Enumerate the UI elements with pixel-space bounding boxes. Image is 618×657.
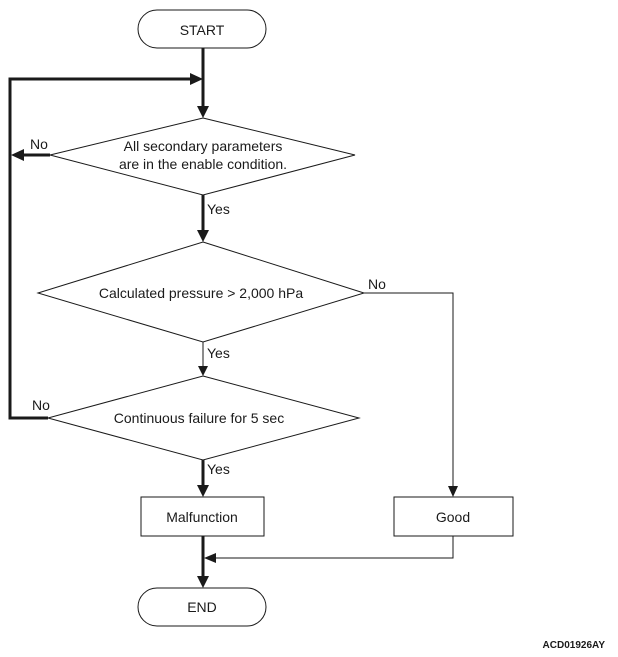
arrowhead-enable-in (197, 106, 209, 118)
decision-continuous-label: Continuous failure for 5 sec (114, 410, 284, 426)
edge-label-pressure-yes: Yes (207, 345, 230, 361)
arrowhead-loop-back (190, 73, 203, 85)
edge-label-enable-yes: Yes (207, 201, 230, 217)
connector-pressure-no (364, 292, 454, 488)
end-terminator (137, 587, 267, 627)
decision-enable-label-line2: are in the enable condition. (119, 156, 287, 172)
edge-label-pressure-no: No (368, 276, 386, 292)
arrowhead-end-in (197, 576, 209, 588)
arrowhead-good-in (448, 486, 458, 497)
decision-enable-condition (49, 117, 356, 196)
start-terminator (137, 9, 267, 49)
edge-label-enable-no: No (30, 136, 48, 152)
process-good (393, 496, 514, 537)
figure-code: ACD01926AY (543, 640, 606, 651)
end-label: END (187, 599, 217, 615)
decision-calculated-pressure (36, 241, 366, 343)
good-label: Good (436, 509, 470, 525)
connector-loop-back (8, 77, 192, 420)
decision-continuous-failure (46, 375, 361, 461)
arrowhead-enable-no (11, 149, 24, 161)
process-malfunction (140, 496, 265, 537)
arrowhead-good-merge (204, 553, 216, 563)
edge-label-continuous-no: No (32, 397, 50, 413)
start-label: START (180, 22, 225, 38)
edge-label-continuous-yes: Yes (207, 461, 230, 477)
decision-enable-label-line1: All secondary parameters (124, 138, 283, 154)
malfunction-label: Malfunction (166, 509, 238, 525)
arrowhead-continuous-in (198, 366, 208, 376)
decision-pressure-label: Calculated pressure > 2,000 hPa (99, 285, 304, 301)
connector-good-to-end (214, 536, 454, 559)
arrowhead-malfunction-in (197, 485, 209, 497)
arrowhead-pressure-in (197, 230, 209, 242)
